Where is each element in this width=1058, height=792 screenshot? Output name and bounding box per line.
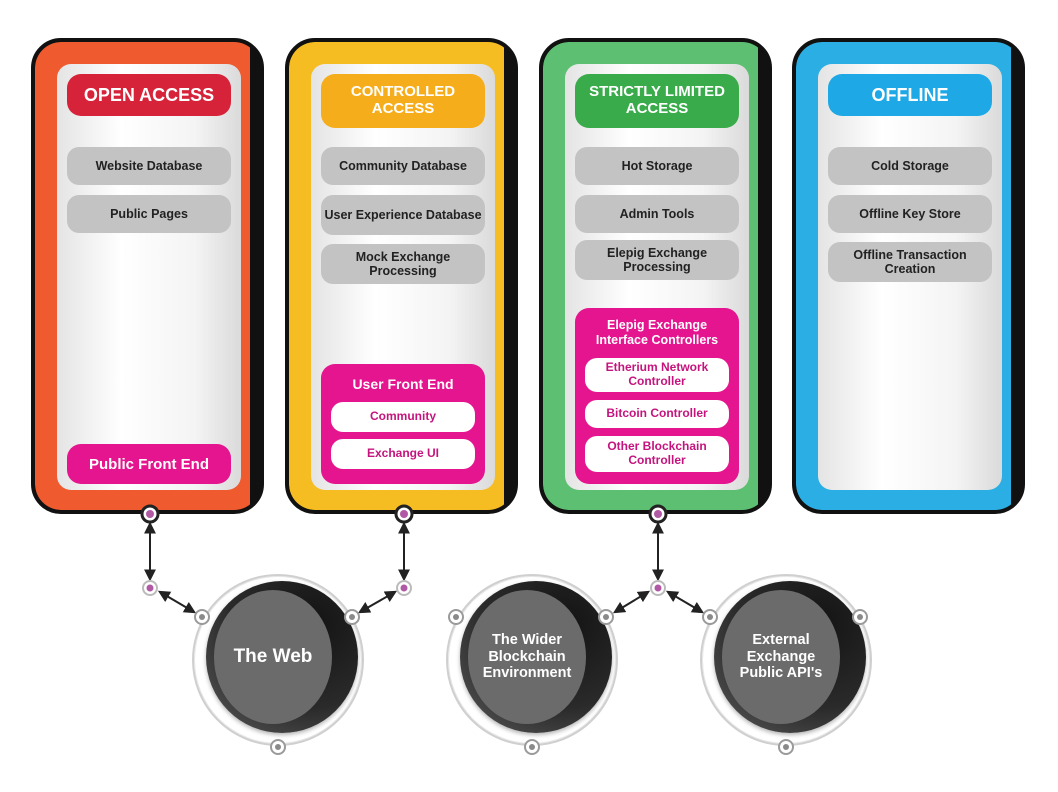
connector-controlled-to-web	[357, 590, 398, 614]
offline-key-store-item: Offline Key Store	[828, 195, 992, 233]
public-pages-item: Public Pages	[67, 195, 231, 233]
node-controlled-bottom	[394, 504, 414, 524]
user-front-end-box: User Front End Community Exchange UI	[321, 364, 485, 484]
node-strict-junction	[650, 580, 666, 596]
controlled-access-header: CONTROLLED ACCESS	[321, 74, 485, 128]
bitcoin-controller-subitem: Bitcoin Controller	[585, 400, 729, 428]
connector-strict-to-external	[665, 590, 705, 614]
column-panel: OPEN ACCESS Website Database Public Page…	[57, 64, 241, 490]
public-front-end-box: Public Front End	[67, 444, 231, 484]
open-access-header: OPEN ACCESS	[67, 74, 231, 116]
connector-strict-to-blockchain	[612, 590, 651, 614]
community-database-item: Community Database	[321, 147, 485, 185]
etherium-network-controller-subitem: Etherium Network Controller	[585, 358, 729, 392]
user-front-end-title: User Front End	[352, 376, 454, 392]
column-panel: STRICTLY LIMITED ACCESS Hot Storage Admi…	[565, 64, 749, 490]
column-strictly-limited-access: STRICTLY LIMITED ACCESS Hot Storage Admi…	[539, 38, 772, 514]
interface-controllers-title: Elepig Exchange Interface Controllers	[595, 318, 719, 347]
website-database-item: Website Database	[67, 147, 231, 185]
connector-open-to-web	[157, 590, 197, 614]
node-strict-bottom	[648, 504, 668, 524]
elepig-exchange-processing-item: Elepig Exchange Processing	[575, 240, 739, 280]
interface-controllers-box: Elepig Exchange Interface Controllers Et…	[575, 308, 739, 484]
hot-storage-item: Hot Storage	[575, 147, 739, 185]
offline-header: OFFLINE	[828, 74, 992, 116]
mock-exchange-processing-item: Mock Exchange Processing	[321, 244, 485, 284]
blockchain-circle-label: The Wider Blockchain Environment	[468, 590, 586, 724]
other-blockchain-controller-subitem: Other Blockchain Controller	[585, 436, 729, 472]
strictly-limited-access-header: STRICTLY LIMITED ACCESS	[575, 74, 739, 128]
admin-tools-item: Admin Tools	[575, 195, 739, 233]
cold-storage-item: Cold Storage	[828, 147, 992, 185]
column-panel: CONTROLLED ACCESS Community Database Use…	[311, 64, 495, 490]
column-panel: OFFLINE Cold Storage Offline Key Store O…	[818, 64, 1002, 490]
column-controlled-access: CONTROLLED ACCESS Community Database Use…	[285, 38, 518, 514]
exchange-ui-subitem: Exchange UI	[331, 439, 475, 469]
offline-transaction-creation-item: Offline Transaction Creation	[828, 242, 992, 282]
web-circle-label: The Web	[214, 590, 332, 724]
column-offline: OFFLINE Cold Storage Offline Key Store O…	[792, 38, 1025, 514]
node-open-bottom	[140, 504, 160, 524]
node-open-junction	[142, 580, 158, 596]
external-circle-label: External Exchange Public API's	[722, 590, 840, 724]
node-controlled-junction	[396, 580, 412, 596]
column-open-access: OPEN ACCESS Website Database Public Page…	[31, 38, 264, 514]
user-experience-database-item: User Experience Database	[321, 195, 485, 235]
community-subitem: Community	[331, 402, 475, 432]
